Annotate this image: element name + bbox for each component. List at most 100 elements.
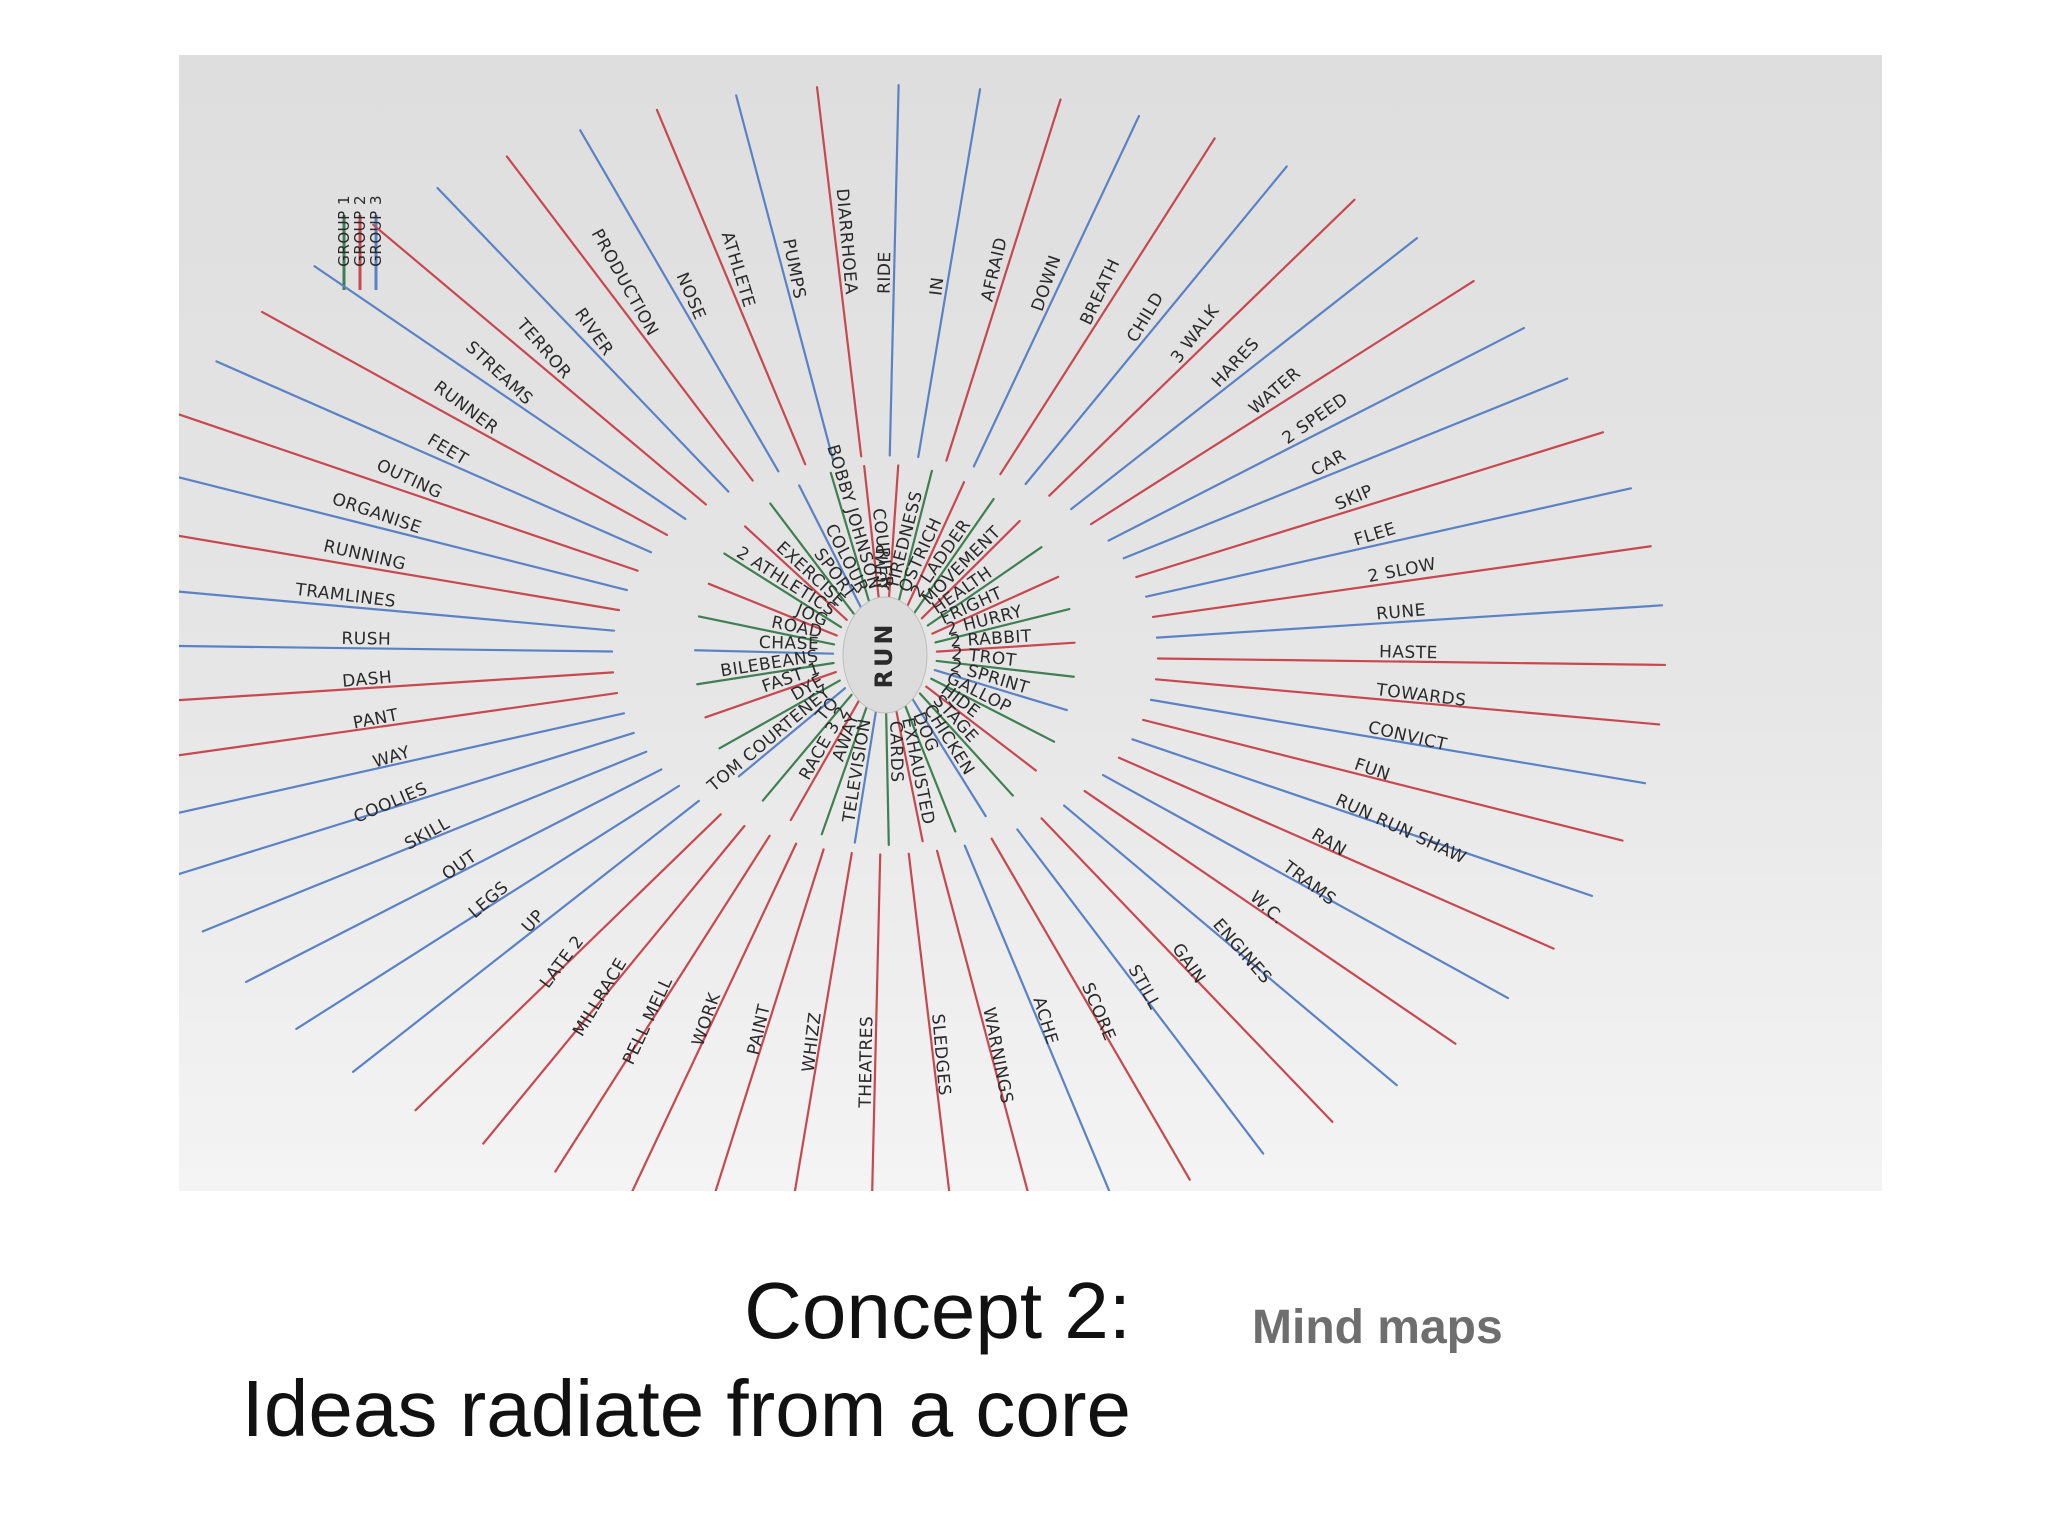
inner-branch-line-bilebeans bbox=[696, 661, 835, 686]
legend-label-3: GROUP 3 bbox=[367, 195, 385, 267]
outer-branch-line-pumps bbox=[735, 94, 835, 461]
outer-branch-label-rush: RUSH bbox=[341, 629, 391, 650]
outer-branch-line-up bbox=[351, 799, 700, 1073]
outer-branch-label-engines: ENGINES bbox=[1208, 915, 1275, 988]
outer-branch-label-ache: ACHE bbox=[1028, 995, 1061, 1047]
outer-branch-line-skill bbox=[201, 750, 648, 933]
inner-branch-line-stage bbox=[918, 692, 1014, 797]
outer-branch-line-score bbox=[990, 837, 1191, 1181]
outer-branch-line-down bbox=[972, 114, 1141, 468]
outer-branch-line-coolies bbox=[179, 731, 635, 876]
outer-branch-line-production bbox=[505, 155, 754, 482]
outer-branch-line-in bbox=[917, 88, 982, 459]
inner-branch-line-2-sprint bbox=[933, 668, 1068, 712]
inner-branch-line-exercise bbox=[743, 525, 848, 621]
outer-branch-line-streams bbox=[313, 265, 687, 521]
outer-branch-line-breath bbox=[999, 137, 1216, 476]
outer-branch-line-run-run-shaw bbox=[1131, 738, 1594, 897]
outer-branch-line-terror bbox=[372, 223, 707, 506]
outer-branch-label-work: WORK bbox=[688, 990, 725, 1049]
outer-branch-line-rune bbox=[1155, 604, 1664, 639]
inner-branch-line-movement bbox=[920, 519, 1021, 620]
outer-branch-line-towards bbox=[1154, 678, 1661, 726]
outer-branch-line-way bbox=[179, 712, 626, 814]
outer-branch-line-ache bbox=[963, 844, 1111, 1191]
inner-branch-line-jump bbox=[887, 464, 900, 605]
outer-branch-line-engines bbox=[1063, 804, 1398, 1087]
outer-branch-label-whizz: WHIZZ bbox=[799, 1011, 826, 1073]
legend-label-2: GROUP 2 bbox=[351, 195, 369, 267]
outer-branch-label-haste: HASTE bbox=[1379, 642, 1438, 663]
outer-branch-line-tramlines bbox=[179, 590, 616, 632]
outer-branch-label-pell-mell: PELL MELL bbox=[619, 974, 677, 1068]
outer-branch-line-child bbox=[1024, 165, 1288, 486]
outer-branch-label-late-2: LATE 2 bbox=[536, 932, 588, 992]
outer-branch-line-2-slow bbox=[1151, 545, 1652, 619]
outer-branch-label-score: SCORE bbox=[1077, 980, 1119, 1044]
outer-branch-label-way: WAY bbox=[371, 742, 413, 772]
branch-lines bbox=[179, 83, 1666, 1191]
outer-branch-line-millrace bbox=[482, 824, 746, 1145]
outer-branch-label-sledges: SLEDGES bbox=[927, 1013, 954, 1097]
outer-branch-line-whizz bbox=[793, 851, 853, 1191]
outer-branch-line-outing bbox=[179, 413, 639, 572]
inner-branch-line-cards bbox=[884, 705, 890, 847]
core-node: RUN bbox=[842, 596, 928, 714]
outer-branch-label-organise: ORGANISE bbox=[329, 489, 424, 538]
inner-branch-line-2-trot bbox=[935, 659, 1075, 678]
outer-branch-line-athlete bbox=[655, 108, 807, 466]
outer-branch-label-run-run-shaw: RUN RUN SHAW bbox=[1332, 790, 1469, 868]
slide-subtitle: Mind maps bbox=[1252, 1301, 1503, 1354]
outer-branch-line-pant bbox=[179, 691, 619, 757]
outer-branch-label-fun: FUN bbox=[1352, 755, 1393, 786]
outer-branch-line-paint bbox=[714, 848, 825, 1191]
outer-branch-line-still bbox=[1016, 828, 1265, 1155]
slide-title-line-1: Concept 2: bbox=[744, 1266, 1131, 1355]
outer-branch-line-2-speed bbox=[1107, 326, 1526, 542]
outer-branch-label-rune: RUNE bbox=[1375, 600, 1426, 624]
outer-branch-label-gain: GAIN bbox=[1167, 940, 1209, 988]
outer-branch-line-work bbox=[631, 842, 798, 1191]
outer-branch-line-car bbox=[1122, 377, 1569, 560]
inner-branch-line-colour bbox=[798, 484, 863, 610]
outer-branch-line-pell-mell bbox=[554, 834, 771, 1173]
inner-branch-line-2-hurry bbox=[934, 607, 1071, 644]
outer-branch-line-runner bbox=[260, 310, 669, 537]
inner-branch-line-health bbox=[926, 546, 1043, 627]
outer-branch-label-coolies: COOLIES bbox=[351, 779, 431, 828]
outer-branch-line-sledges bbox=[907, 852, 951, 1191]
outer-branch-label-trams: TRAMS bbox=[1278, 857, 1340, 910]
outer-branch-label-w-c: W.C. bbox=[1246, 887, 1289, 929]
outer-branch-label-theatres: THEATRES bbox=[856, 1016, 878, 1109]
outer-branch-line-river bbox=[436, 186, 730, 493]
outer-branch-line-ride bbox=[888, 83, 900, 457]
inner-branch-line-gallop bbox=[930, 677, 1056, 743]
outer-branch-line-water bbox=[1089, 279, 1475, 526]
outer-branch-line-out bbox=[244, 768, 663, 984]
inner-branch-line-away bbox=[820, 702, 869, 836]
inner-branch-line-fright bbox=[931, 575, 1060, 635]
outer-branch-line-hares bbox=[1070, 237, 1419, 511]
outer-branch-label-skill: SKILL bbox=[401, 813, 453, 854]
outer-branch-label-in: IN bbox=[926, 276, 948, 297]
outer-branch-line-theatres bbox=[871, 853, 882, 1191]
inner-branch-line-courier bbox=[863, 465, 881, 605]
inner-branch-line-jog bbox=[707, 582, 838, 637]
outer-branch-line-organise bbox=[179, 476, 628, 592]
inner-branch-line-2-athletics bbox=[723, 552, 843, 629]
outer-branch-label-pant: PANT bbox=[351, 705, 400, 733]
outer-branch-line-rush bbox=[179, 644, 614, 653]
outer-branch-line-ran bbox=[1117, 756, 1555, 950]
slide-title: Concept 2: Ideas radiate from a core bbox=[242, 1262, 1131, 1458]
outer-branch-label-legs: LEGS bbox=[465, 877, 513, 922]
outer-branch-label-millrace: MILLRACE bbox=[569, 955, 631, 1040]
outer-branch-line-trams bbox=[1101, 773, 1510, 1000]
outer-branch-line-fun bbox=[1142, 718, 1624, 842]
outer-branch-label-dash: DASH bbox=[341, 668, 393, 692]
outer-branch-line-dash bbox=[179, 671, 615, 702]
inner-branch-line-exhausted bbox=[894, 704, 924, 843]
outer-branch-label-convict: CONVICT bbox=[1366, 718, 1449, 756]
